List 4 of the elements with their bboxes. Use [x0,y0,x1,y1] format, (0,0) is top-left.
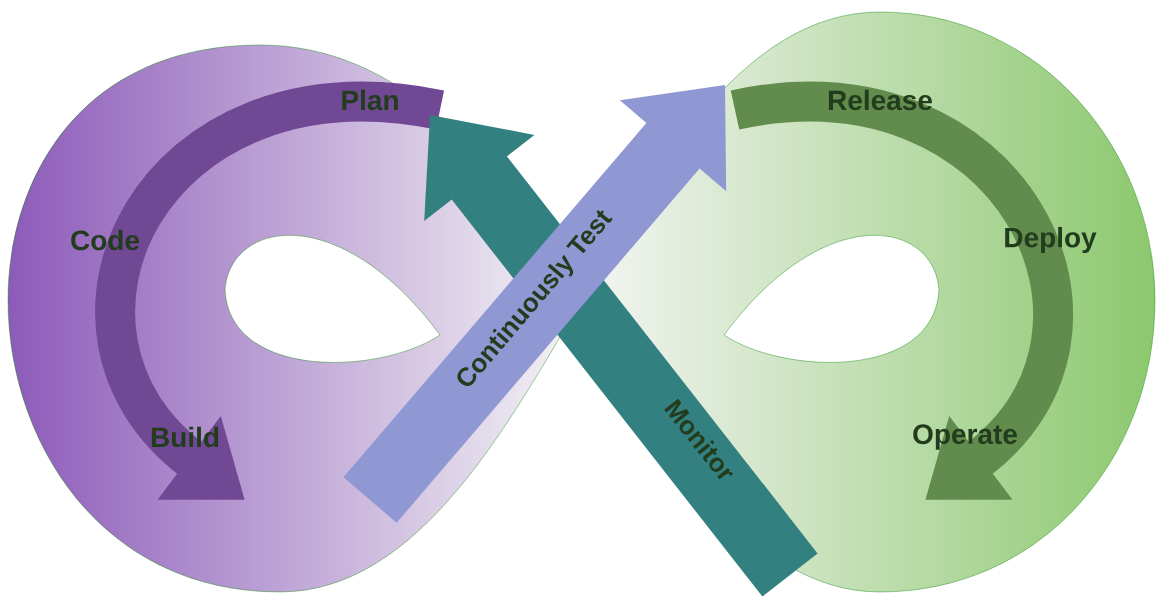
stage-label: Plan [342,89,398,111]
stage-label: Deploy [1005,226,1097,254]
stage-label: Code [71,229,140,251]
stage-label: Build [151,426,219,448]
